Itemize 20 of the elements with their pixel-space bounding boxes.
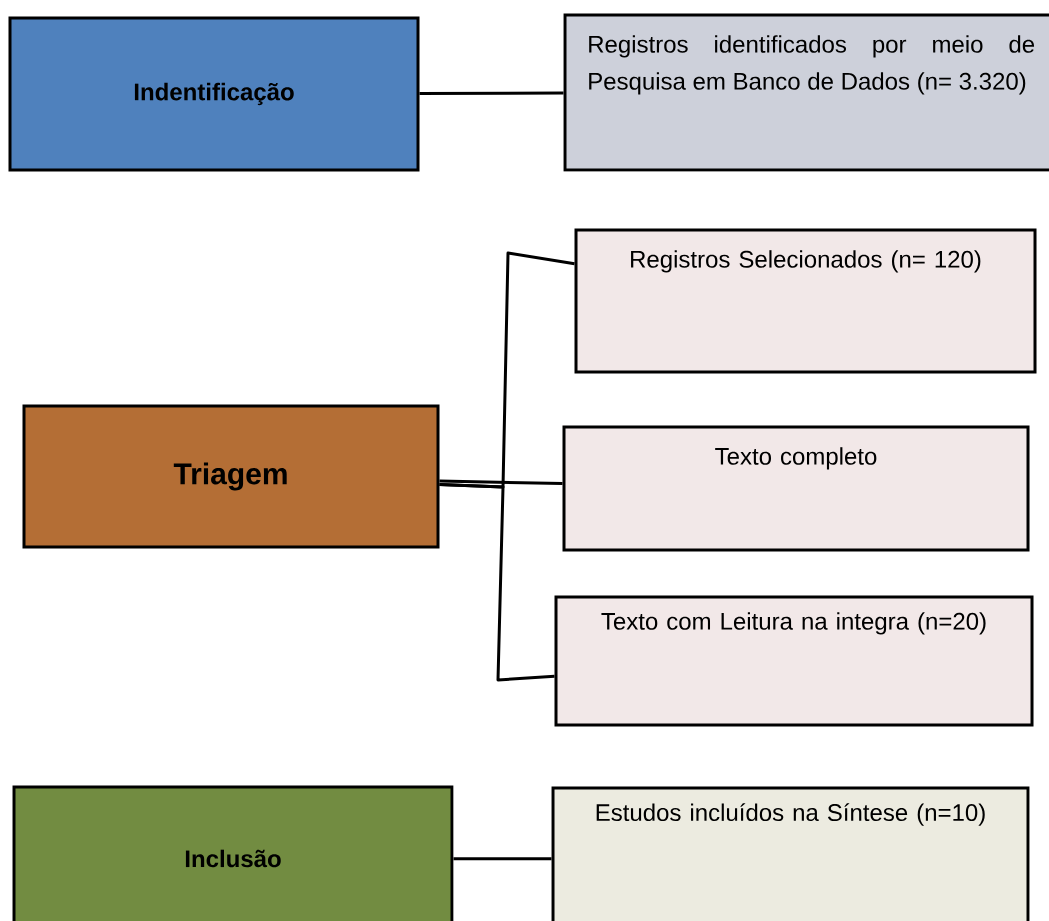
process-box bbox=[551, 786, 1030, 921]
node-label: Texto completo bbox=[715, 447, 877, 470]
stage-box bbox=[8, 16, 420, 172]
connector-line bbox=[439, 479, 563, 486]
node-label: Inclusão bbox=[185, 849, 281, 868]
node-label: Triagem bbox=[173, 462, 287, 491]
connector-line bbox=[419, 91, 564, 95]
process-box bbox=[562, 425, 1030, 552]
node-label: Texto com Leitura na integra (n=20) bbox=[601, 612, 986, 635]
stage-box bbox=[12, 785, 454, 921]
node-label: Estudos incluídos na Síntese (n=10) bbox=[596, 803, 985, 826]
node-label: Registros Selecionados (n= 120) bbox=[631, 250, 981, 273]
connector-line bbox=[439, 483, 555, 682]
node-label: Registros identificados por meio de Pesquisa em Banco de Dados (n= 3.320) bbox=[589, 35, 1035, 95]
node-label: Indentificação bbox=[134, 82, 294, 106]
stage-box bbox=[22, 404, 440, 549]
process-box bbox=[574, 228, 1037, 374]
connector-line bbox=[453, 857, 552, 861]
process-box bbox=[563, 13, 1049, 172]
process-box bbox=[554, 595, 1034, 727]
